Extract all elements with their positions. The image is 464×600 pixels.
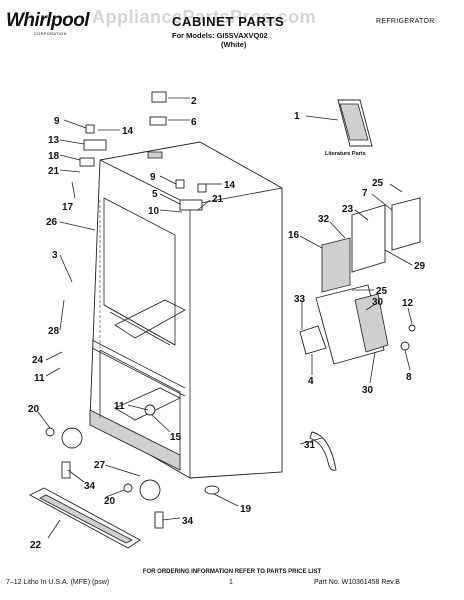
callout-12: 12 — [402, 298, 414, 309]
callout-17: 17 — [62, 202, 74, 213]
callout-3: 3 — [52, 250, 58, 261]
callout-11: 11 — [34, 373, 45, 384]
callout-11b: 11 — [114, 401, 125, 412]
color-line: (White) — [221, 40, 247, 49]
models-line: For Models: GI5SVAXVQ02 — [172, 31, 268, 40]
callout-18: 18 — [48, 151, 60, 162]
callout-27: 27 — [94, 460, 106, 471]
callout-23: 23 — [342, 204, 354, 215]
callout-20: 20 — [28, 404, 40, 415]
callout-22: 22 — [30, 540, 42, 551]
callout-24: 24 — [32, 355, 44, 366]
callout-21: 21 — [48, 166, 60, 177]
callout-30b: 30 — [362, 385, 374, 396]
callout-28: 28 — [48, 326, 60, 337]
callout-33: 33 — [294, 294, 306, 305]
callout-numbers: 2 6 1 9 14 13 18 21 17 26 9 14 5 10 21 3… — [28, 96, 426, 551]
callout-34b: 34 — [182, 516, 194, 527]
callout-34: 34 — [84, 481, 96, 492]
callout-21b: 21 — [212, 194, 224, 205]
callout-14b: 14 — [224, 180, 236, 191]
air-tower-assembly — [299, 197, 421, 365]
watermark: AppliancePartsPros.com — [92, 7, 317, 27]
whirlpool-logo-sub: CORPORATION — [34, 31, 67, 36]
callout-14: 14 — [122, 126, 134, 137]
callout-16: 16 — [288, 230, 300, 241]
callout-10: 10 — [148, 206, 160, 217]
callout-9: 9 — [54, 116, 60, 127]
callout-30: 30 — [372, 297, 384, 308]
callout-32: 32 — [318, 214, 330, 225]
callout-20b: 20 — [104, 496, 116, 507]
cabinet-body — [89, 141, 283, 479]
callout-31: 31 — [304, 440, 316, 451]
callout-1: 1 — [294, 111, 300, 122]
page-title: CABINET PARTS — [172, 14, 285, 29]
bottom-parts — [29, 404, 337, 549]
literature-label: Literature Parts — [325, 151, 366, 157]
callout-6: 6 — [191, 117, 197, 128]
callout-25: 25 — [372, 178, 384, 189]
litho-info: 7–12 Litho In U.S.A. (MFE) (psw) — [6, 579, 110, 586]
callout-2: 2 — [191, 96, 197, 107]
callout-19: 19 — [240, 504, 252, 515]
callout-4: 4 — [308, 376, 314, 387]
literature-booklet: Literature Parts — [325, 99, 373, 157]
callout-7: 7 — [362, 188, 368, 199]
callout-9b: 9 — [150, 172, 156, 183]
ordering-info: FOR ORDERING INFORMATION REFER TO PARTS … — [142, 569, 322, 575]
callout-26: 26 — [46, 217, 58, 228]
leader-lines — [37, 97, 413, 539]
callout-5: 5 — [152, 189, 158, 200]
section-label: REFRIGERATOR — [376, 18, 435, 25]
whirlpool-logo: Whirlpool — [6, 10, 90, 31]
part-number: Part No. W10361458 Rev.B — [314, 579, 400, 586]
callout-13: 13 — [48, 135, 60, 146]
page-number: 1 — [229, 579, 233, 586]
callout-29: 29 — [414, 261, 426, 272]
callout-15: 15 — [170, 432, 182, 443]
callout-8: 8 — [406, 372, 412, 383]
top-hinge-parts — [79, 91, 207, 211]
callout-25b: 25 — [376, 286, 388, 297]
